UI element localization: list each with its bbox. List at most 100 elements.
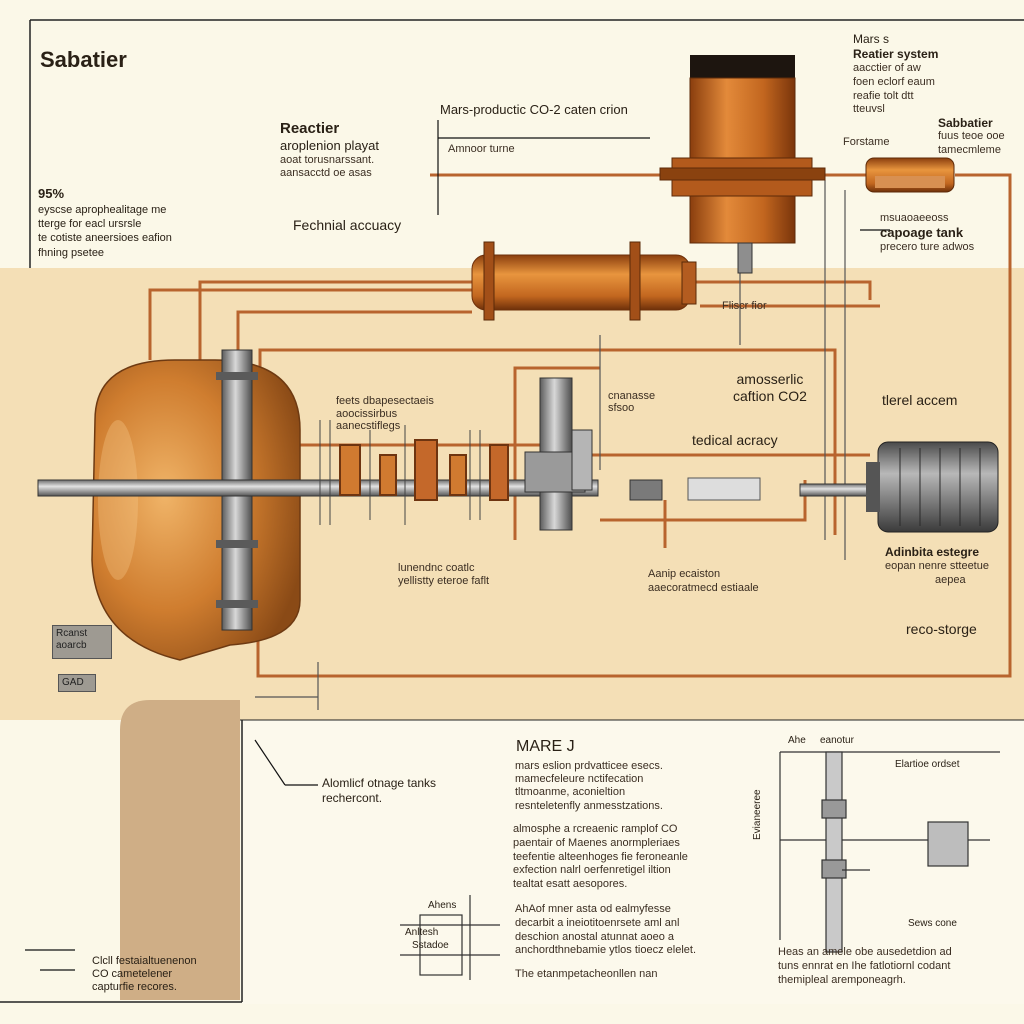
storage-tanks-line-2: rechercont. (322, 791, 383, 805)
mare-line-3: tltmoanme, aconieltion (515, 786, 626, 799)
technical-accuracy-label: Fechnial accuacy (293, 217, 402, 233)
adiabatic-heading: Adinbita estegre (885, 545, 980, 559)
filter-label: Fliscr fior (722, 300, 767, 312)
detail-right-b: Sews cone (908, 918, 957, 929)
reactor-label-heading: Reactier (280, 120, 340, 137)
mare-line-4: resnteletenfly anmesstzations. (515, 799, 663, 812)
bottom-mid-line-4: anchordthnebamie ytlos tioecz elelet. (515, 944, 696, 957)
mid-label-a-line-1: feets dbapesectaeis (336, 395, 434, 407)
bottom-mid-line-2: decarbit a ineiotitoenrsete aml anl (515, 916, 680, 929)
below-tank-labels: lunendnc coatlc yellistty eteroe faflt (398, 562, 489, 588)
detail-right-a: Elartioe ordset (895, 759, 960, 770)
storage-small-label: msuaoaeeoss (880, 212, 949, 224)
central-pump (524, 377, 593, 531)
mid-label-a-line-2: aoocissirbus (336, 407, 398, 420)
center-bottom-labels: Aanip ecaiston aaecoratmecd estiaale (648, 567, 759, 596)
tedical-acracy-label: tedical acracy (692, 432, 778, 448)
sabatier-label-heading: Sabbatier (938, 116, 993, 130)
co-line-5: tealtat esatt aesopores. (513, 878, 628, 890)
tlerel-accem-label: tlerel accem (882, 392, 958, 408)
capture-tank-label: capoage tank (880, 225, 964, 240)
header-block: Mars s Reatier system aacctier of aw foe… (853, 32, 938, 117)
mare-line-2: mamecfeleure nctifecation (515, 773, 644, 786)
pct-note-line-1: eyscse aprophealitage me (38, 203, 167, 216)
co-line-1: almosphe a rcreaenic ramplof CO (513, 823, 678, 835)
frame-lines (0, 19, 1024, 1003)
left-box-line-2: aoarcb (56, 640, 87, 651)
detail-paragraph: Heas an amele obe ausedetdion ad tuns en… (778, 946, 952, 987)
compressor-drum (866, 441, 999, 533)
header-block-system: Reatier system (853, 47, 939, 61)
reco-storage-label: reco-storge (906, 621, 977, 637)
left-info-box: Rcanst aoarcb (52, 625, 112, 659)
detail-top-b: eanotur (820, 735, 854, 746)
mini-label-3: Sstadoe (412, 940, 449, 951)
storage-tanks-label: Alomlicf otnage tanks rechercont. (322, 776, 436, 806)
detail-vertical-label: Evianeeree (752, 789, 763, 840)
co2-caption: Mars-productic CO-2 caten crion (440, 102, 628, 117)
bottom-left-note: Clcll festaialtuenenon CO cametelener ca… (92, 955, 197, 995)
detail-top-a: Ahe (788, 735, 806, 746)
lower-panel (242, 720, 1024, 1004)
mare-paragraph: mars eslion prdvatticee esecs. mamecfele… (515, 760, 663, 813)
mare-heading: MARE J (516, 738, 575, 755)
co-line-4: exfection nalrl oerfenretigel iltion (513, 864, 671, 877)
atmospheric-capture-line-1: amosserlic (736, 371, 804, 387)
bottom-mid-line-1: AhAof mner asta od ealmyfesse (515, 903, 671, 915)
header-block-mars: Mars s (853, 32, 889, 46)
valve-cluster (339, 439, 509, 501)
header-block-line-2: foen eclorf eaum (853, 75, 935, 88)
co-paragraph: almosphe a rcreaenic ramplof CO paentair… (513, 823, 688, 892)
center-bottom-line-2: aaecoratmecd estiaale (648, 582, 759, 595)
methane-storage-tank (91, 349, 301, 661)
header-block-line-3: reafie tolt dtt (853, 89, 914, 102)
below-tank-line-2: yellistty eteroe faflt (398, 575, 490, 588)
terrestrial-label: The etanmpetacheonllen nan (515, 968, 658, 980)
co-line-3: teefentie alteenhoges fie feroneanle (513, 850, 688, 863)
reactor-label-line-3: aansacctd oe asas (280, 166, 372, 179)
adiabatic-line-1: eopan nenre stteetue (885, 560, 989, 572)
bearing (629, 479, 663, 501)
left-box-line-1: Rcanst (56, 628, 88, 639)
reactor-label-line-2: aoat torusnarssant. (280, 153, 375, 166)
page-title: Sabatier (40, 47, 127, 72)
mini-label-2: Anltesh (405, 927, 439, 938)
header-block-line-1: aacctier of aw (853, 62, 921, 74)
storage-tanks-line-1: Alomlicf otnage tanks (322, 776, 437, 790)
main-shaft (37, 479, 599, 497)
capture-tank-small: precero ture adwos (880, 241, 975, 253)
pct-note-heading: 95% (38, 186, 65, 201)
co-line-2: paentair of Maenes anormpleriaes (513, 836, 680, 849)
bottom-left-line-2: CO cametelener (92, 968, 173, 981)
mid-label-b: cnanasse (608, 390, 656, 402)
adiabatic-label: Adinbita estegre eopan nenre stteetue ae… (885, 545, 989, 588)
detail-line-3: themipleal aremponeagrh. (778, 973, 906, 986)
header-block-line-4: tteuvsl (853, 103, 885, 116)
ammonia-label: Amnoor turne (448, 143, 515, 155)
mini-label-1: Ahens (428, 900, 457, 911)
mare-line-1: mars eslion prdvatticee esecs. (515, 760, 663, 772)
mid-label-a: feets dbapesectaeis aoocissirbus aanecst… (336, 395, 434, 433)
sabatier-label: Sabbatier fuus teoe ooe tamecmleme (938, 116, 1005, 157)
pct-note: 95% eyscse aprophealitage me tterge for … (38, 186, 172, 260)
detail-line-2: tuns ennrat en Ihe fatlotiornl codant (778, 959, 951, 972)
detail-diagram-small (400, 895, 500, 980)
left-gad-box: GAD (58, 674, 96, 692)
pct-note-line-4: fhning psetee (38, 246, 105, 259)
atmospheric-capture-label: amosserlic caftion CO2 (733, 371, 807, 405)
signal-lines (255, 180, 846, 710)
reactor-vessel (659, 55, 826, 274)
forstame-label: Forstame (843, 136, 890, 148)
copper-header (471, 241, 697, 321)
leader-lines (25, 120, 890, 971)
bottom-left-line-1: Clcll festaialtuenenon (92, 955, 197, 967)
pct-note-line-3: te cotiste aneersioes eafion (38, 232, 172, 245)
bottom-mid-paragraph: AhAof mner asta od ealmyfesse decarbit a… (515, 903, 696, 958)
bottom-mid-line-3: deschion anostal atunnat aoeo a (515, 930, 675, 943)
sabatier-unit (865, 157, 955, 193)
reactor-label-line-1: aroplenion playat (280, 138, 380, 153)
lower-left-ground (120, 700, 240, 1000)
sabatier-label-line-1: fuus teoe ooe (938, 130, 1005, 143)
center-bottom-line-1: Aanip ecaiston (648, 568, 721, 580)
